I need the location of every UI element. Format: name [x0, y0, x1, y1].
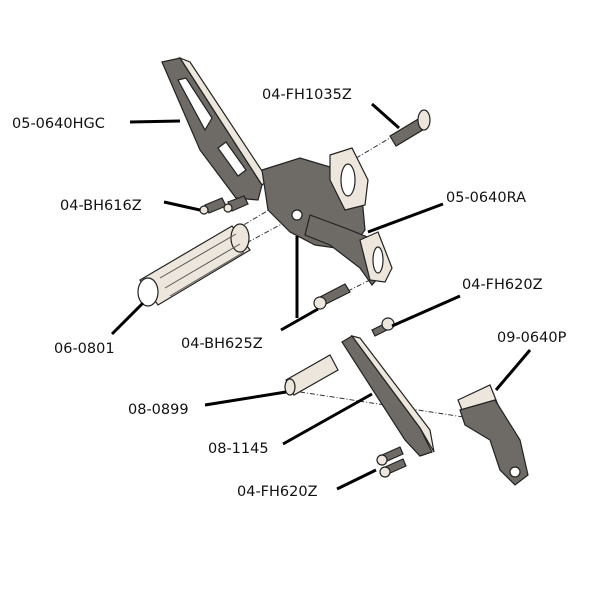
heel-guard-bolts-part: [199, 195, 249, 215]
part-label-heel-guard-bolts: 04-BH616Z: [60, 198, 142, 214]
part-label-spacer: 08-0899: [128, 402, 189, 418]
part-label-linkage: 08-1145: [208, 441, 269, 457]
part-label-linkage-bolt-top: 04-FH620Z: [462, 277, 543, 293]
part-label-rearset-arm: 05-0640RA: [446, 190, 526, 206]
bracket-plate-part: [457, 384, 529, 486]
part-label-peg-bolt: 04-BH625Z: [181, 336, 263, 352]
part-label-footpeg: 06-0801: [54, 341, 115, 357]
pivot-bolt-part: [389, 109, 431, 147]
part-label-heel-guard: 05-0640HGC: [12, 116, 105, 132]
part-label-bracket-plate: 09-0640P: [497, 330, 567, 346]
part-label-pivot-bolt: 04-FH1035Z: [262, 87, 352, 103]
footpeg-part: [137, 223, 251, 307]
assembly-axis: [299, 391, 471, 419]
peg-bolt-part: [313, 283, 351, 310]
heel-guard-part: [161, 56, 269, 201]
linkage-part: [341, 335, 435, 457]
leader-lines: [110, 102, 532, 491]
linkage-bolts-bottom-part: [376, 446, 407, 478]
linkage-bolt-top-part: [371, 317, 395, 337]
part-label-linkage-bolts-bottom: 04-FH620Z: [237, 484, 318, 500]
spacer-part: [284, 354, 339, 396]
rearset-arm-part: [261, 147, 393, 286]
